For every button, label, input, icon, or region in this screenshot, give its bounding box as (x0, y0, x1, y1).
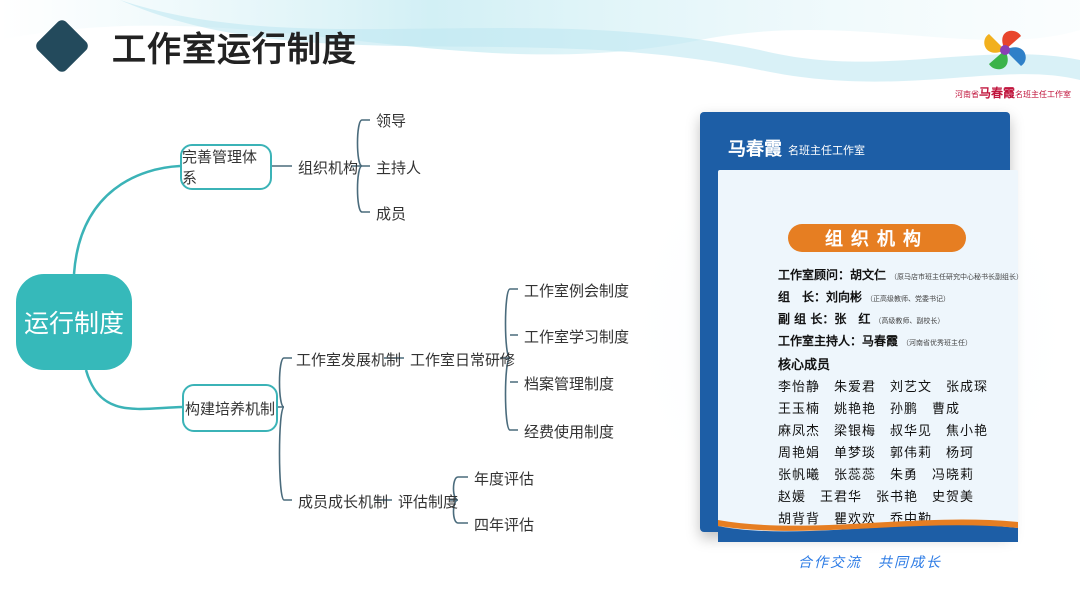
leaf-leadership: 领导 (376, 112, 407, 130)
row-advisor: 工作室顾问：胡文仁（原马店市班主任研究中心秘书长副组长） (778, 268, 1024, 282)
poster-footer-wave (718, 519, 1018, 542)
row-host: 工作室主持人：马春霞（河南省优秀班主任） (778, 334, 973, 348)
page-title: 工作室运行制度 (112, 29, 357, 70)
leaf-meeting-system: 工作室例会制度 (524, 282, 630, 300)
pinwheel-logo-icon (984, 30, 1026, 70)
node-management-system: 完善管理体系 (180, 144, 272, 190)
page-header: 工作室运行制度 (30, 16, 357, 76)
node-daily-study: 工作室日常研修 (410, 351, 516, 369)
poster-banner: 组织机构 (788, 224, 966, 252)
leaf-annual-evaluation: 年度评估 (474, 470, 535, 488)
core-members-label: 核心成员 (778, 358, 831, 373)
row-deputy: 副 组 长：张 红（高级教师、副校长） (778, 312, 945, 326)
leaf-archive-system: 档案管理制度 (524, 375, 615, 393)
leaf-funding-system: 经费使用制度 (524, 423, 615, 441)
member-row: 张帆曦 张蕊蕊 朱勇 冯晓莉 (778, 468, 975, 483)
poster-front-panel: 组织机构 工作室顾问：胡文仁（原马店市班主任研究中心秘书长副组长） 组 长：刘向… (718, 170, 1023, 571)
poster-slogan: 合作交流 共同成长 (798, 555, 942, 571)
member-row: 王玉楠 姚艳艳 孙鹏 曹成 (778, 402, 961, 417)
node-training-mechanism: 构建培养机制 (182, 384, 278, 432)
poster-brand: 马春霞 (728, 139, 782, 160)
node-evaluation-system: 评估制度 (398, 493, 459, 511)
poster-brand-sub: 名班主任工作室 (788, 144, 865, 157)
logo-text: 河南省马春霞名班主任工作室 (955, 86, 1072, 100)
leaf-members: 成员 (376, 205, 407, 223)
organization-poster: 马春霞 名班主任工作室 组织机构 工作室顾问：胡文仁（原马店市班主任研究中心秘书… (700, 112, 1030, 571)
node-growth-mechanism: 成员成长机制 (298, 493, 389, 511)
poster-header: 马春霞 名班主任工作室 (700, 128, 1000, 168)
member-row: 李怡静 朱爱君 刘艺文 张成琛 (778, 380, 989, 395)
member-row: 麻凤杰 梁银梅 叔华见 焦小艳 (778, 424, 989, 439)
leaf-four-year-evaluation: 四年评估 (474, 516, 535, 534)
node-development-mechanism: 工作室发展机制 (296, 351, 402, 369)
root-node: 运行制度 (16, 274, 132, 370)
leaf-study-system: 工作室学习制度 (524, 328, 630, 346)
row-leader: 组 长：刘向彬（正高级教师、党委书记） (778, 290, 951, 304)
member-row: 赵媛 王君华 张书艳 史贺美 (778, 490, 975, 505)
leaf-host: 主持人 (376, 159, 422, 177)
mindmap-connectors (72, 119, 518, 524)
studio-logo: 河南省马春霞名班主任工作室 (955, 22, 1072, 106)
member-row: 周艳娟 单梦琰 郭伟莉 杨珂 (778, 446, 975, 461)
node-organization: 组织机构 (298, 159, 359, 177)
